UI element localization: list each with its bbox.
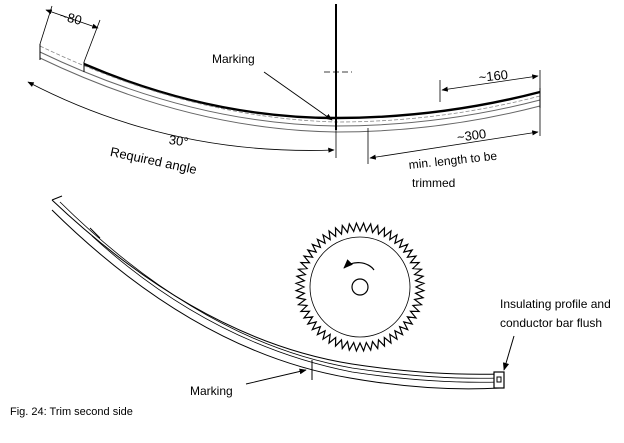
top-marking-leader (263, 71, 333, 121)
dim-300-line (369, 130, 539, 160)
insulating-label-line2: conductor bar flush (500, 316, 603, 330)
angle-label: 30° (167, 132, 190, 150)
bottom-bar-inner-1 (59, 201, 501, 379)
bar-end-cap (493, 371, 505, 389)
dim-80-line (45, 9, 99, 29)
top-bar-inner-1 (39, 51, 541, 127)
bottom-bar-inner-2 (91, 235, 501, 383)
bottom-figure (51, 195, 515, 390)
top-figure (27, 4, 541, 164)
saw-blade-inner-ring (309, 236, 411, 338)
angle-arc (27, 81, 335, 153)
top-marking-label: Marking (212, 52, 255, 66)
dim-160-line (441, 74, 539, 92)
bottom-marking-leader (245, 368, 307, 385)
figure-caption: Fig. 24: Trim second side (10, 406, 133, 418)
insulating-label-line1: Insulating profile and (500, 297, 611, 311)
min-length-label-line2: trimmed (412, 176, 456, 190)
top-bar-inner-3 (39, 57, 541, 133)
saw-blade-hub (351, 278, 369, 296)
bottom-marking-label: Marking (190, 384, 233, 398)
rotation-arrow (343, 259, 375, 271)
top-bar-outer (83, 62, 541, 120)
dim-160-label: ~160 (478, 66, 509, 85)
bottom-bar-step (89, 227, 101, 239)
bottom-bar-outer-top (51, 199, 501, 375)
bottom-bar-outer-bottom (51, 209, 501, 390)
insulating-leader (502, 335, 515, 371)
top-bar-inner-2 (39, 45, 541, 123)
bottom-bar-left-end (51, 195, 63, 201)
bar-end-inner (496, 376, 502, 383)
